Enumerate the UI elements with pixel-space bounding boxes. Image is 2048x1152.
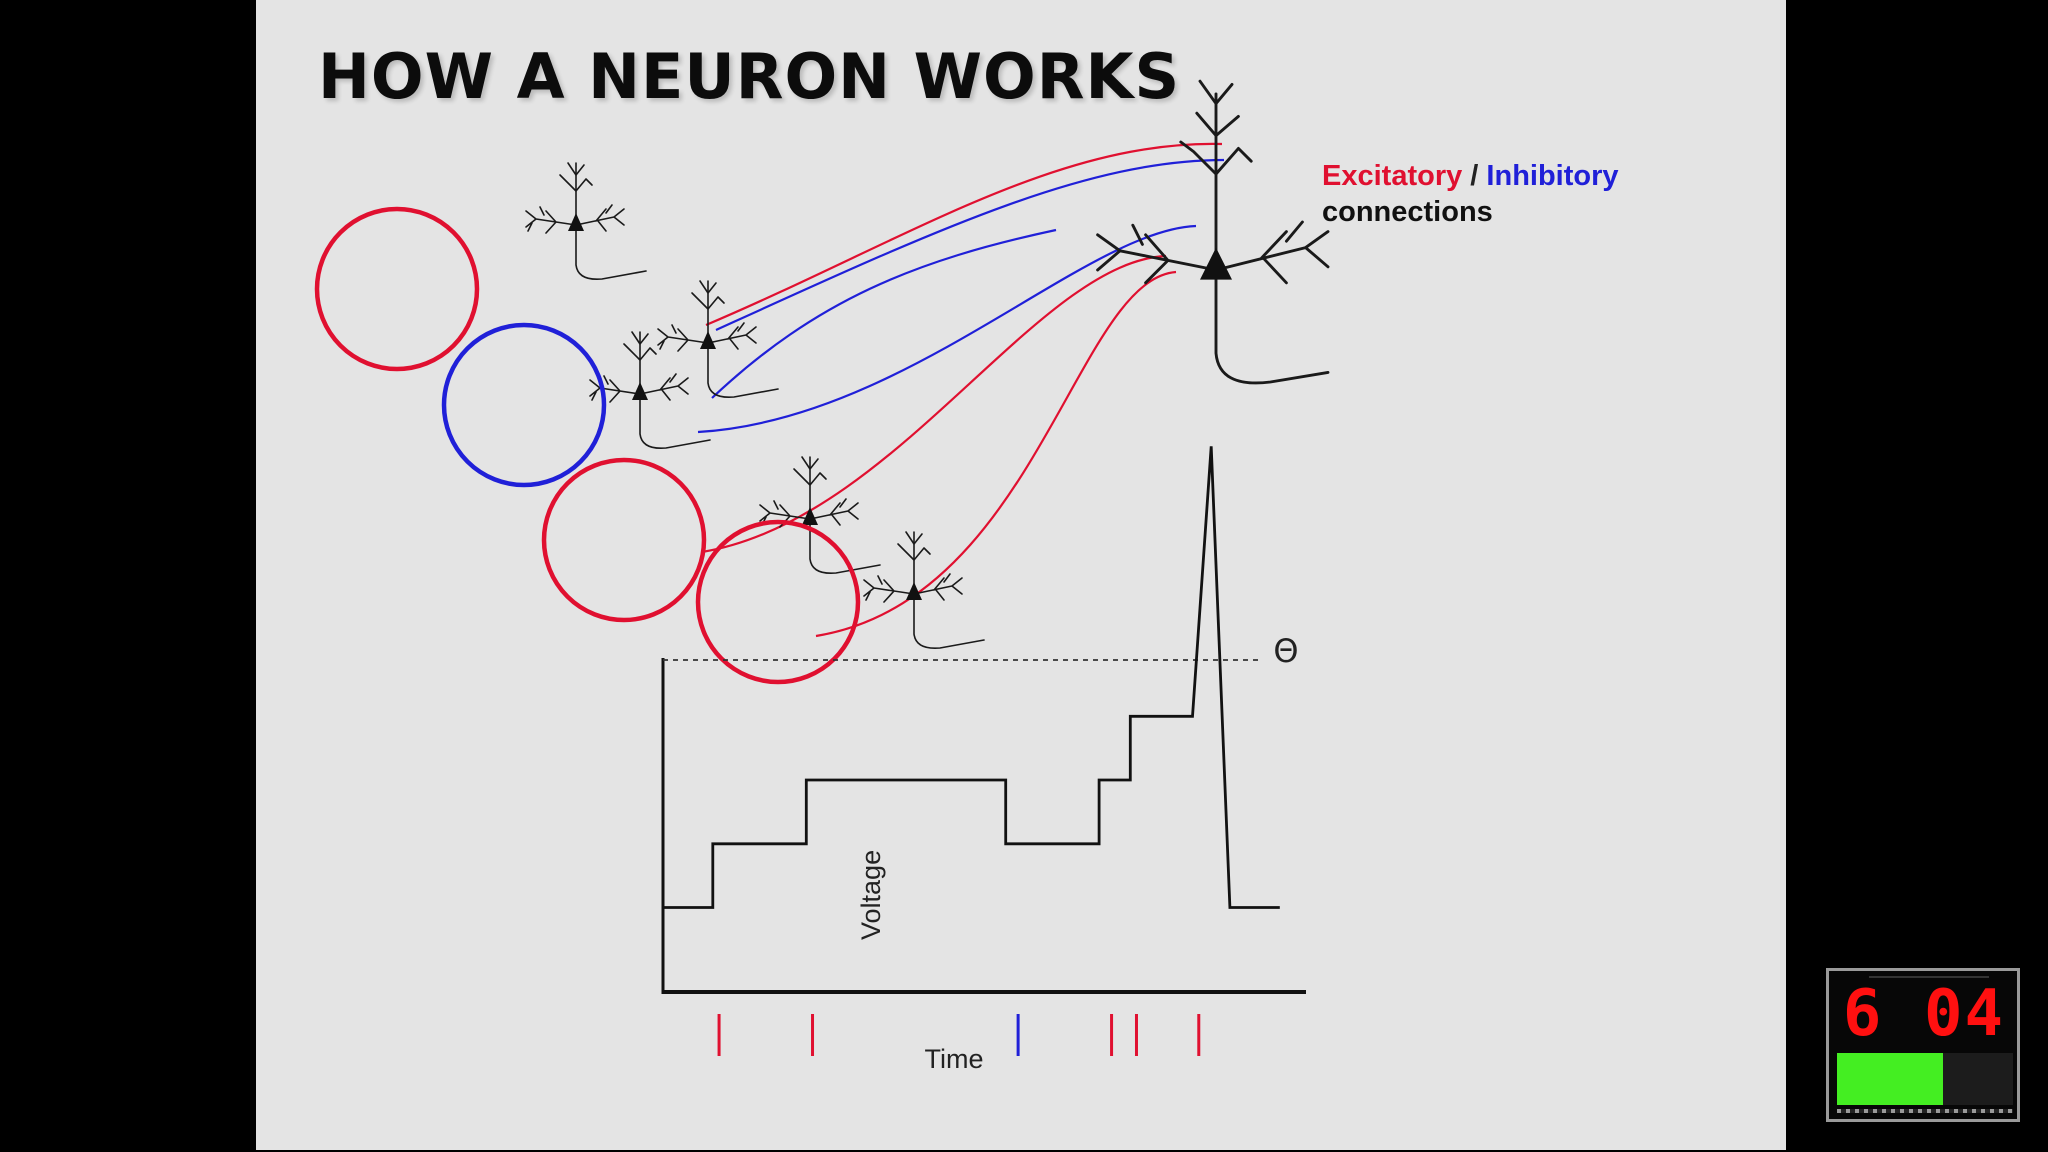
- input-spikes: [717, 1014, 1201, 1056]
- speaker-timer: 6 04: [1826, 968, 2020, 1122]
- presynaptic-neurons: [525, 162, 985, 650]
- connection-excitatory-1: [705, 142, 1223, 327]
- circle-excitatory-2: [541, 457, 707, 623]
- slide-title: HOW A NEURON WORKS: [318, 40, 1181, 113]
- slide: HOW A NEURON WORKS Excitatory / Inhibito…: [256, 0, 1786, 1150]
- legend-inhibitory: Inhibitory: [1486, 160, 1619, 192]
- timer-progress-fill: [1837, 1053, 1943, 1105]
- postsynaptic-neuron: [1096, 79, 1330, 385]
- circle-excitatory-3: [695, 519, 861, 685]
- connection-excitatory-2: [701, 254, 1167, 554]
- connection-inhibitory-2: [697, 224, 1197, 434]
- legend-connections: connections: [1322, 196, 1493, 228]
- x-axis-label: Time: [925, 1044, 984, 1074]
- timer-scale: [1837, 1109, 2013, 1113]
- threshold-label: Θ: [1273, 632, 1298, 670]
- legend-excitatory: Excitatory: [1322, 160, 1463, 192]
- connection-legend: Excitatory / Inhibitory connections: [1322, 158, 1619, 230]
- presynaptic-neuron-3: [589, 331, 711, 450]
- timer-digits: 6 04: [1842, 977, 2005, 1051]
- presynaptic-neuron-4: [759, 456, 881, 575]
- connection-excitatory-3: [815, 270, 1177, 638]
- legend-separator: /: [1470, 160, 1479, 192]
- circle-inhibitory-1: [441, 322, 607, 488]
- connection-inhibitory-1: [715, 158, 1225, 332]
- connection-inhibitory-3: [711, 228, 1057, 399]
- voltage-plot: Θ Time Voltage: [661, 446, 1306, 1074]
- presynaptic-neuron-1: [525, 162, 647, 281]
- highlight-circles: [314, 206, 861, 685]
- timer-status-line: [1869, 976, 1989, 978]
- circle-excitatory-1: [314, 206, 480, 372]
- presynaptic-neuron-2: [657, 280, 779, 399]
- timer-progress-track: [1837, 1053, 2013, 1105]
- y-axis-label: Voltage: [856, 850, 886, 940]
- voltage-trace: [663, 446, 1280, 909]
- neuron-diagram: Θ Time Voltage: [314, 79, 1330, 1074]
